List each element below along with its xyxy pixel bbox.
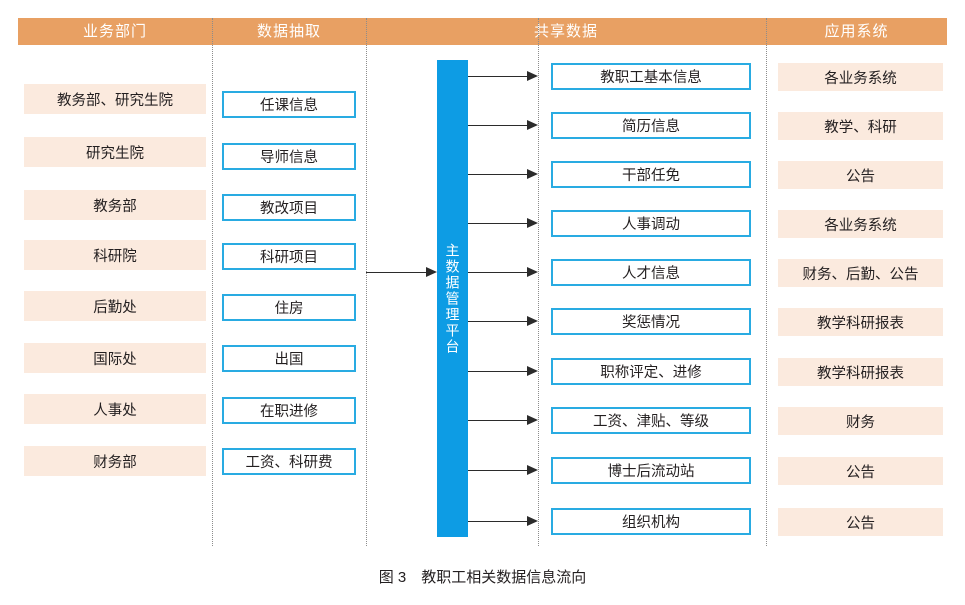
column-separator-1 [212, 18, 213, 546]
arrow-to-shared-data [468, 169, 538, 180]
arrow-to-platform [366, 267, 437, 278]
data-extraction-item[interactable]: 在职进修 [222, 397, 356, 424]
data-extraction-item[interactable]: 工资、科研费 [222, 448, 356, 475]
master-data-platform-label: 主数据管理平台 [444, 242, 461, 355]
arrow-to-shared-data [468, 120, 538, 131]
data-extraction-item[interactable]: 任课信息 [222, 91, 356, 118]
application-system-item[interactable]: 教学科研报表 [778, 358, 943, 386]
arrow-to-shared-data [468, 71, 538, 82]
arrow-to-shared-data [468, 465, 538, 476]
arrow-to-shared-data [468, 316, 538, 327]
data-extraction-item[interactable]: 导师信息 [222, 143, 356, 170]
shared-data-item[interactable]: 干部任免 [551, 161, 751, 188]
shared-data-item[interactable]: 奖惩情况 [551, 308, 751, 335]
master-data-platform-bar [437, 60, 468, 537]
business-department-item[interactable]: 后勤处 [24, 291, 206, 321]
application-system-item[interactable]: 公告 [778, 457, 943, 485]
arrow-to-shared-data [468, 218, 538, 229]
shared-data-item[interactable]: 人才信息 [551, 259, 751, 286]
business-department-item[interactable]: 国际处 [24, 343, 206, 373]
application-system-item[interactable]: 教学、科研 [778, 112, 943, 140]
column-header-application-systems: 应用系统 [824, 23, 889, 40]
application-system-item[interactable]: 教学科研报表 [778, 308, 943, 336]
application-system-item[interactable]: 财务 [778, 407, 943, 435]
data-extraction-item[interactable]: 住房 [222, 294, 356, 321]
data-extraction-item[interactable]: 科研项目 [222, 243, 356, 270]
shared-data-item[interactable]: 教职工基本信息 [551, 63, 751, 90]
arrow-to-shared-data [468, 267, 538, 278]
arrow-to-shared-data [468, 516, 538, 527]
shared-data-item[interactable]: 人事调动 [551, 210, 751, 237]
application-system-item[interactable]: 公告 [778, 161, 943, 189]
application-system-item[interactable]: 公告 [778, 508, 943, 536]
shared-data-item[interactable]: 工资、津贴、等级 [551, 407, 751, 434]
column-header-business-departments: 业务部门 [82, 23, 147, 40]
data-extraction-item[interactable]: 出国 [222, 345, 356, 372]
business-department-item[interactable]: 教务部 [24, 190, 206, 220]
header-band [18, 18, 947, 45]
shared-data-item[interactable]: 组织机构 [551, 508, 751, 535]
business-department-item[interactable]: 科研院 [24, 240, 206, 270]
application-system-item[interactable]: 各业务系统 [778, 63, 943, 91]
shared-data-item[interactable]: 简历信息 [551, 112, 751, 139]
column-header-data-extraction: 数据抽取 [256, 23, 321, 40]
arrow-to-shared-data [468, 366, 538, 377]
column-separator-4 [766, 18, 767, 546]
data-extraction-item[interactable]: 教改项目 [222, 194, 356, 221]
business-department-item[interactable]: 研究生院 [24, 137, 206, 167]
business-department-item[interactable]: 教务部、研究生院 [24, 84, 206, 114]
shared-data-item[interactable]: 博士后流动站 [551, 457, 751, 484]
column-header-shared-data: 共享数据 [533, 23, 598, 40]
column-separator-3 [538, 18, 539, 546]
column-separator-2 [366, 18, 367, 546]
figure-caption: 图 3 教职工相关数据信息流向 [378, 569, 587, 586]
business-department-item[interactable]: 财务部 [24, 446, 206, 476]
business-department-item[interactable]: 人事处 [24, 394, 206, 424]
arrow-to-shared-data [468, 415, 538, 426]
application-system-item[interactable]: 财务、后勤、公告 [778, 259, 943, 287]
application-system-item[interactable]: 各业务系统 [778, 210, 943, 238]
shared-data-item[interactable]: 职称评定、进修 [551, 358, 751, 385]
